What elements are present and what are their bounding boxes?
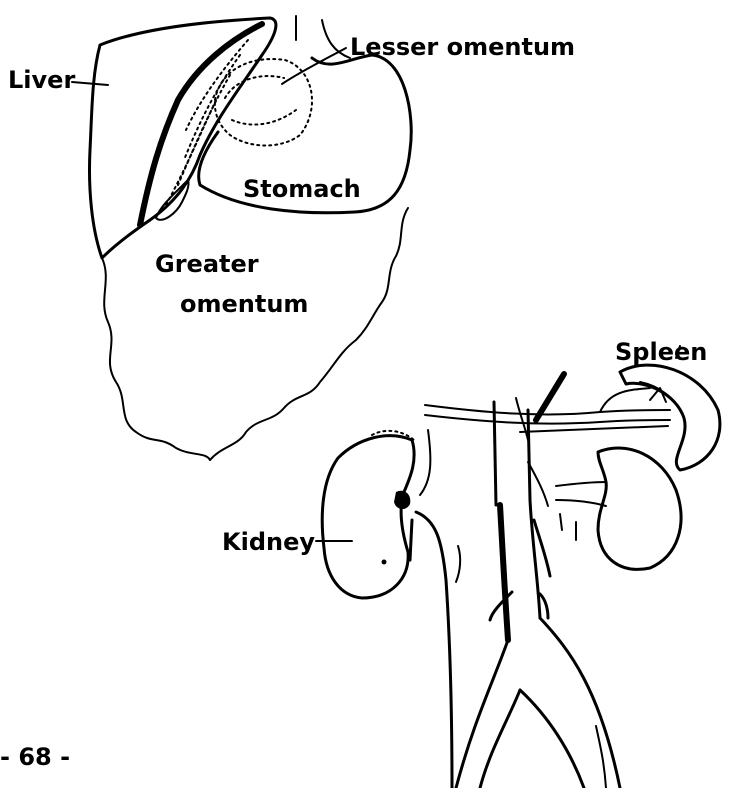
page-number: - 68 - <box>0 743 70 771</box>
spleen-outline <box>620 365 720 470</box>
label-greater-omentum-line2: omentum <box>180 290 308 318</box>
lesser-omentum-region <box>215 16 350 146</box>
leader-lines <box>72 48 680 541</box>
label-greater-omentum-line1: Greater <box>155 250 259 278</box>
liver-outline <box>90 18 276 258</box>
retroperitoneal-figure <box>322 365 720 788</box>
kidney-right-outline <box>556 448 681 569</box>
label-lesser-omentum: Lesser omentum <box>350 33 575 61</box>
labels: Liver Lesser omentum Stomach Greater ome… <box>8 33 707 556</box>
leader-lesser-omentum <box>282 48 346 84</box>
splenic-vessels <box>425 388 670 432</box>
leader-liver <box>72 82 108 85</box>
label-liver: Liver <box>8 66 75 94</box>
celiac-trunk-line <box>536 374 564 420</box>
label-kidney: Kidney <box>222 528 315 556</box>
label-spleen: Spleen <box>615 338 707 366</box>
greater-omentum-outline <box>102 208 408 460</box>
upper-abdomen-figure <box>90 16 412 460</box>
kidney-left-outline <box>322 430 430 598</box>
vena-cava-outline <box>410 512 460 788</box>
iliac-bifurcation <box>456 618 620 788</box>
label-stomach: Stomach <box>243 175 361 203</box>
